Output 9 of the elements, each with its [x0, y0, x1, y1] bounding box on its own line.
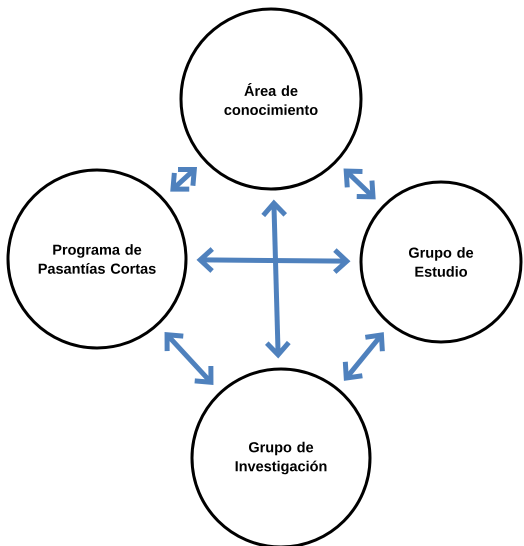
circle-node: Área de conocimiento: [180, 8, 362, 190]
circle-node: Grupo de Estudio: [360, 180, 522, 344]
double-arrow: [164, 332, 214, 385]
double-arrow: [342, 332, 385, 381]
circle-node: Programa de Pasantías Cortas: [6, 168, 188, 350]
double-arrow: [261, 199, 291, 359]
double-arrow: [344, 168, 376, 200]
double-arrow: [196, 247, 350, 274]
double-arrow: [170, 167, 198, 192]
